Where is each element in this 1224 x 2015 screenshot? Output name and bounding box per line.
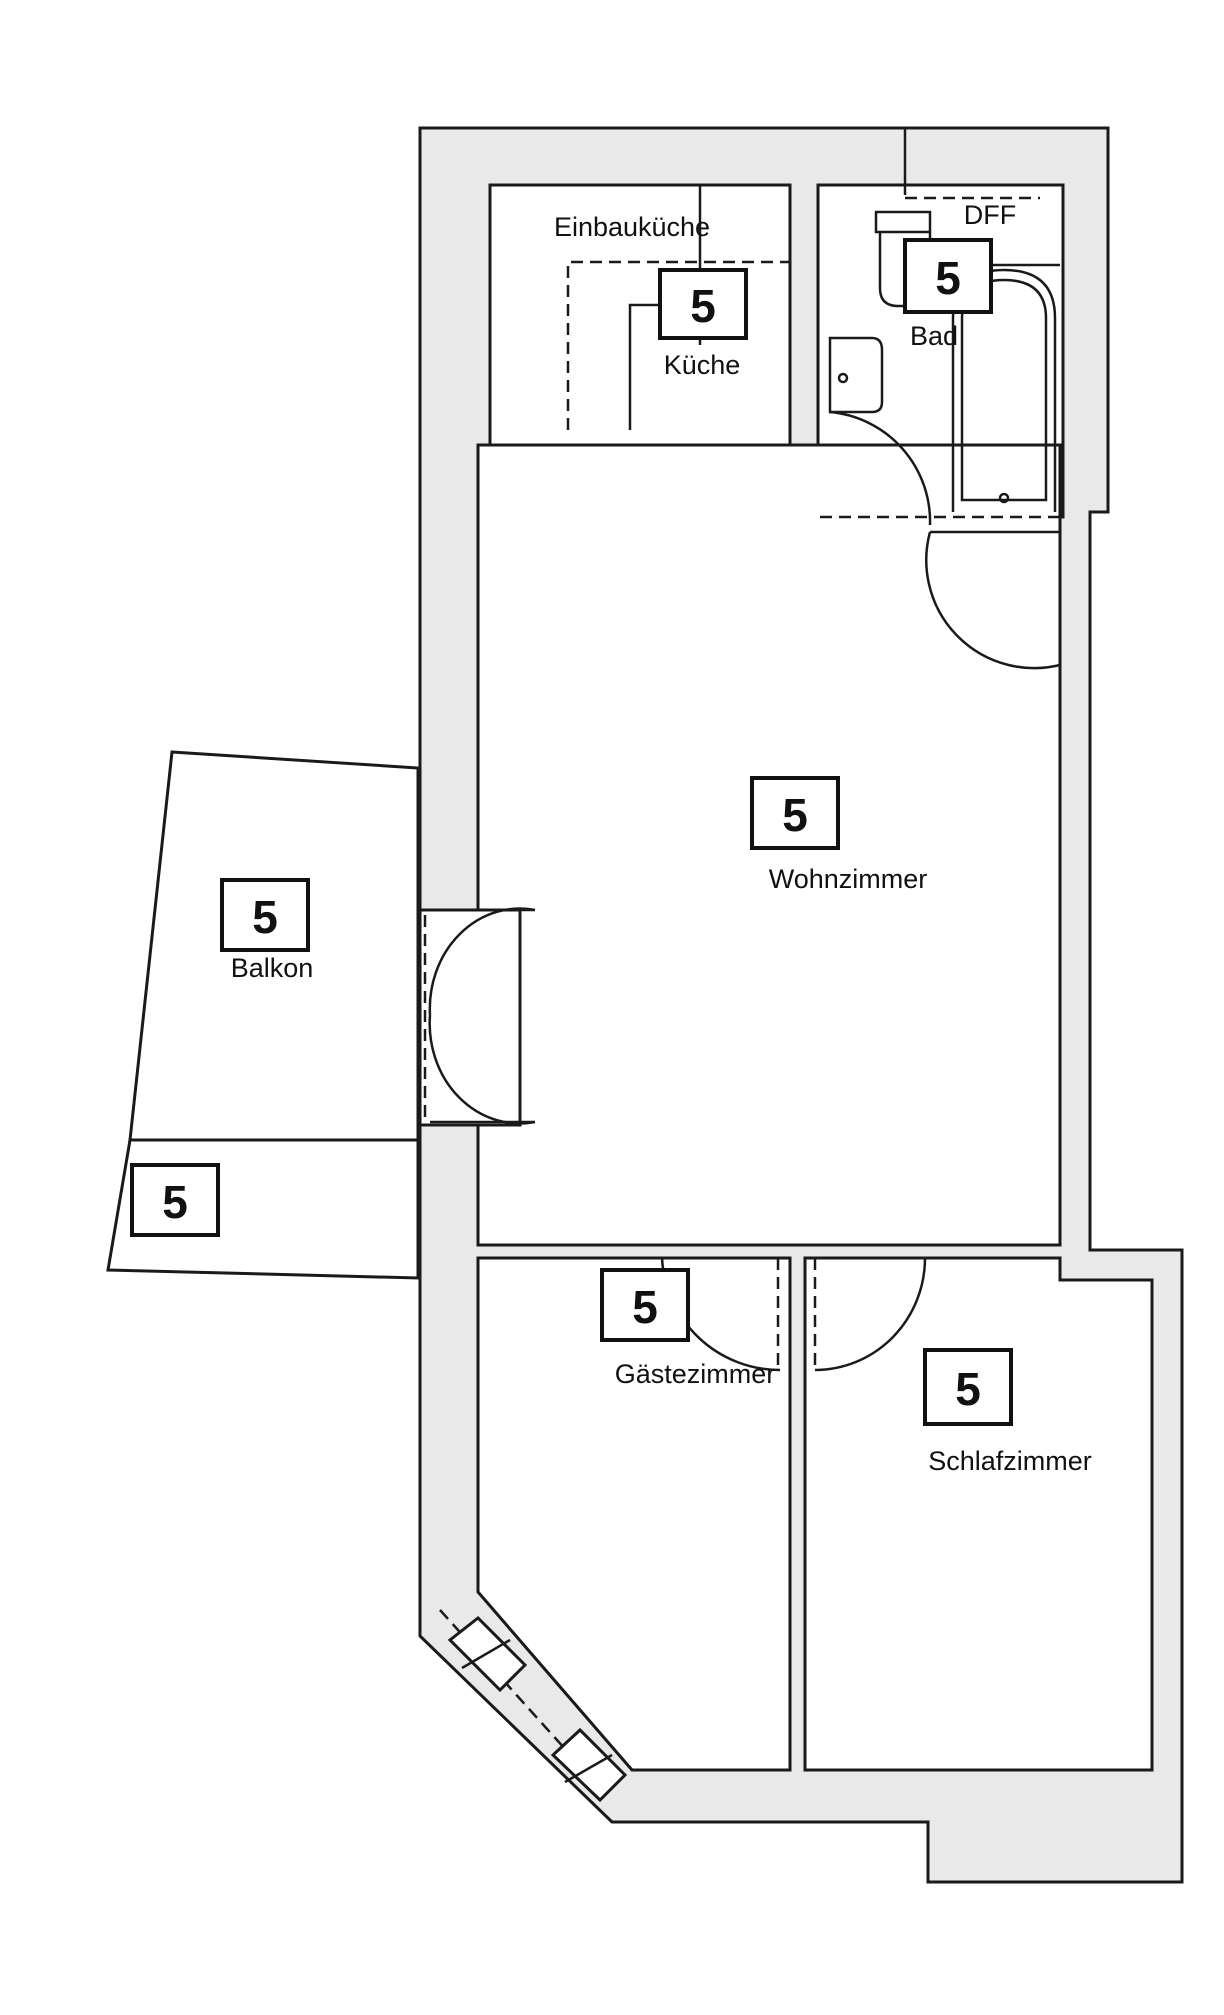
- balcony-door-opening: [418, 908, 522, 1127]
- schlafzimmer-badge: 5: [955, 1363, 981, 1415]
- gaestezimmer-label: Gästezimmer: [615, 1359, 776, 1389]
- bad-badge: 5: [935, 252, 961, 304]
- balkon-lower-badge-box: [130, 1163, 220, 1237]
- balkon-label: Balkon: [231, 953, 314, 983]
- dff-label: DFF: [964, 200, 1016, 230]
- bay-window-mullion-2: [564, 1753, 613, 1784]
- kueche-label: Küche: [664, 350, 741, 380]
- bad-label: Bad: [910, 321, 958, 351]
- balkon-badge: 5: [252, 891, 278, 943]
- bathtub-drain-icon: [998, 492, 1010, 504]
- balkon-lower-badge: 5: [162, 1176, 188, 1228]
- kitchen-counter-inner: [566, 260, 790, 430]
- bay-window-line-1: [477, 1591, 633, 1771]
- gaestezimmer-badge: 5: [632, 1281, 658, 1333]
- wohnzimmer-badge-box: [750, 776, 840, 850]
- kueche-badge-box: [658, 268, 748, 340]
- wohnzimmer-label: Wohnzimmer: [769, 864, 928, 894]
- gaestezimmer-room: [476, 1256, 792, 1772]
- bay-window-frame-2: [550, 1727, 628, 1803]
- schlaf-door-swing: [814, 1257, 927, 1372]
- balkon-badge-box: [220, 878, 310, 952]
- sink-drain-icon: [837, 372, 849, 384]
- gaestezimmer-badge-box: [600, 1268, 690, 1342]
- schlafzimmer-label: Schlafzimmer: [928, 1446, 1092, 1476]
- wohnzimmer-badge: 5: [782, 789, 808, 841]
- einbaukueche-label: Einbauküche: [554, 212, 710, 242]
- bad-badge-box: [903, 238, 993, 314]
- sink-icon: [828, 336, 884, 414]
- schlafzimmer-room: [803, 1256, 1154, 1772]
- bath-sink-door-arc: [829, 410, 932, 526]
- schlafzimmer-badge-box: [923, 1348, 1013, 1426]
- kueche-badge: 5: [690, 280, 716, 332]
- bath-dff-outline: [905, 183, 1065, 512]
- bay-window-mullion-1: [461, 1638, 511, 1670]
- kitchen-counter-edge: [628, 303, 660, 430]
- bath-door-swing: [925, 531, 1061, 670]
